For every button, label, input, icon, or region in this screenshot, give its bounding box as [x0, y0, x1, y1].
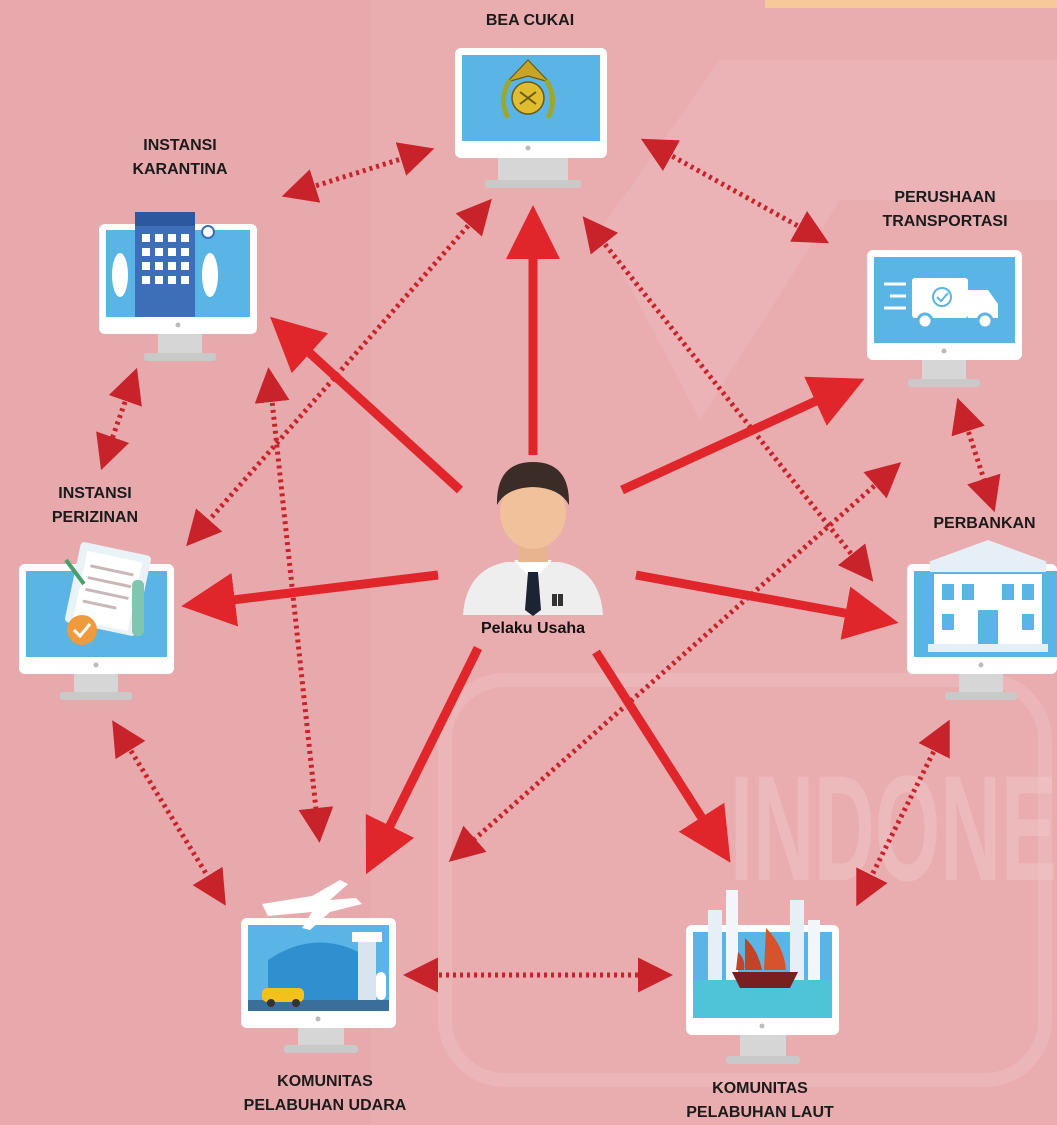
monitor-bea-cukai: [455, 48, 607, 188]
monitor-karantina: [99, 212, 257, 361]
arrow-to-perbankan: [635, 570, 899, 640]
dotted-arrow-perizinan-udara: [112, 720, 226, 906]
monitor-perbankan: [907, 540, 1057, 700]
arrow-to-perizinan: [181, 570, 439, 627]
label-perbankan: PERBANKAN: [933, 515, 1036, 532]
dotted-arrow-transportasi-perbankan: [951, 397, 1001, 513]
dotted-arrow-karantina-udara: [254, 367, 334, 843]
monitor-perizinan: [19, 542, 174, 700]
quarantine-building-icon: [112, 212, 218, 317]
airport-icon: [248, 880, 389, 1011]
solid-arrows: [181, 205, 899, 875]
arrow-to-karantina: [270, 316, 464, 494]
dotted-arrow-transportasi-udara: [448, 462, 902, 862]
dotted-arrow-perbankan-laut: [856, 719, 950, 907]
label-bea-cukai: BEA CUKAI: [485, 12, 575, 29]
monitor-udara: [241, 880, 396, 1053]
label-perizinan: INSTANSI PERIZINAN: [51, 485, 139, 526]
dotted-arrow-karantina-perizinan: [96, 367, 142, 471]
monitor-transportasi: [867, 250, 1022, 387]
dotted-arrow-beacukai-perizinan: [186, 198, 492, 547]
arrow-to-laut: [592, 649, 731, 863]
businessman-icon: [463, 462, 603, 616]
delivery-truck-icon: [884, 278, 998, 330]
label-karantina: INSTANSI KARANTINA: [132, 137, 228, 178]
permit-documents-icon: [64, 542, 151, 645]
arrow-to-transportasi: [620, 376, 865, 495]
bank-building-icon: [928, 540, 1048, 652]
label-laut: KOMUNITAS PELABUHAN LAUT: [686, 1080, 834, 1121]
monitor-laut: [686, 890, 839, 1064]
dotted-connections: [96, 138, 1001, 993]
center-label: Pelaku Usaha: [480, 620, 586, 637]
harbor-ship-icon: [693, 890, 832, 1018]
label-udara: KOMUNITAS PELABUHAN UDARA: [243, 1073, 407, 1114]
label-transportasi: PERUSHAAN TRANSPORTASI: [882, 189, 1008, 230]
arrow-to-udara: [365, 646, 483, 875]
dotted-arrow-karantina-beacukai: [281, 142, 435, 203]
customs-emblem-icon: [501, 59, 555, 120]
